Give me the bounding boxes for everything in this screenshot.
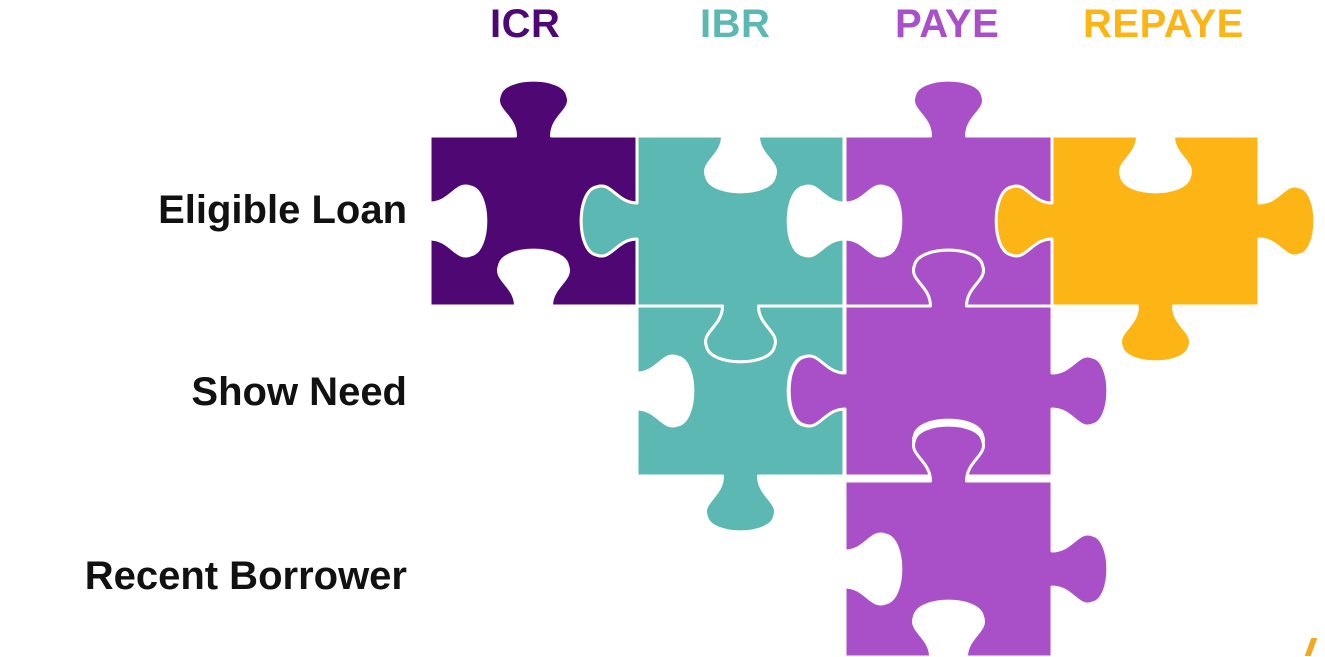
row-label-show-need: Show Need bbox=[191, 370, 407, 414]
row-label-recent-borrower: Recent Borrower bbox=[84, 554, 407, 598]
column-header-ibr: IBR bbox=[700, 2, 771, 46]
column-header-paye: PAYE bbox=[895, 2, 1000, 46]
puzzle-piece-paye-show-need bbox=[787, 248, 1110, 478]
puzzle-piece-paye-recent-borrower bbox=[843, 423, 1110, 657]
row-label-eligible-loan: Eligible Loan bbox=[158, 188, 407, 232]
puzzle-piece-repaye-eligible-loan bbox=[994, 134, 1317, 364]
column-header-repaye: REPAYE bbox=[1083, 2, 1244, 46]
column-header-icr: ICR bbox=[490, 2, 561, 46]
